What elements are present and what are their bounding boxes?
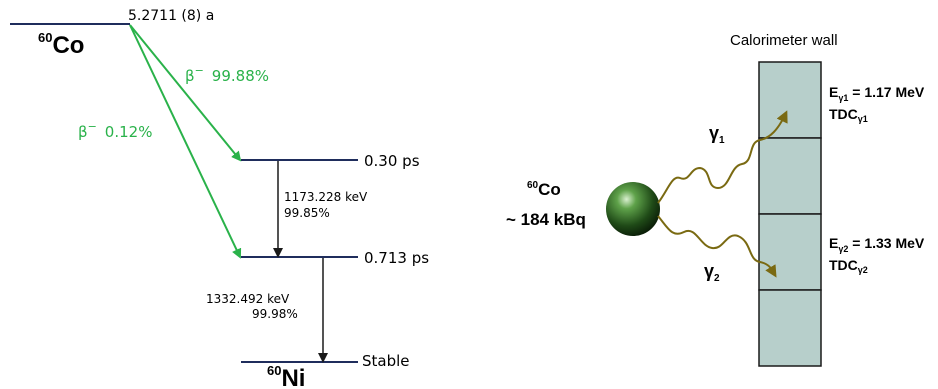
source-label: 60Co [527,180,561,199]
beta-label-main: β−99.88% [185,64,269,85]
wall-cell-3 [758,213,822,291]
gamma1-intensity: 99.85% [284,206,330,220]
source-activity: ~ 184 kBq [506,210,586,229]
wall-cell-1 [758,61,822,139]
wall-cell-2 [758,137,822,215]
parent-halflife: 5.2711 (8) a [128,8,214,24]
gamma1-tdc-annotation: TDCγ1 [829,106,868,124]
beta-arrow-minor [129,24,242,259]
gamma2-wave [657,215,777,278]
gamma2-intensity: 99.98% [252,307,298,321]
gamma1-label: γ1 [709,123,725,146]
gamma1-wave [657,110,788,204]
wall-cell-4 [758,289,822,367]
gamma1-energy: 1173.228 keV [284,190,368,204]
wall-title: Calorimeter wall [730,32,838,49]
source-ball [606,182,660,236]
gamma2-label: γ2 [704,261,720,284]
level-lifetime-2: 0.713 ps [364,249,429,267]
calorimeter-wall [758,61,822,367]
level-lifetime-1: 0.30 ps [364,152,420,170]
gamma2-tdc-annotation: TDCγ2 [829,257,868,275]
beta-arrow-main [129,24,242,162]
gamma2-energy-annotation: Eγ2 = 1.33 MeV [829,235,925,254]
daughter-nuclide-label: 60Ni [267,363,305,389]
gamma1-energy-annotation: Eγ1 = 1.17 MeV [829,84,925,103]
parent-nuclide-label: 60Co [38,30,84,59]
gamma2-energy: 1332.492 keV [206,292,290,306]
level-ground-label: Stable [362,352,410,370]
beta-label-minor: β−0.12% [78,120,152,141]
